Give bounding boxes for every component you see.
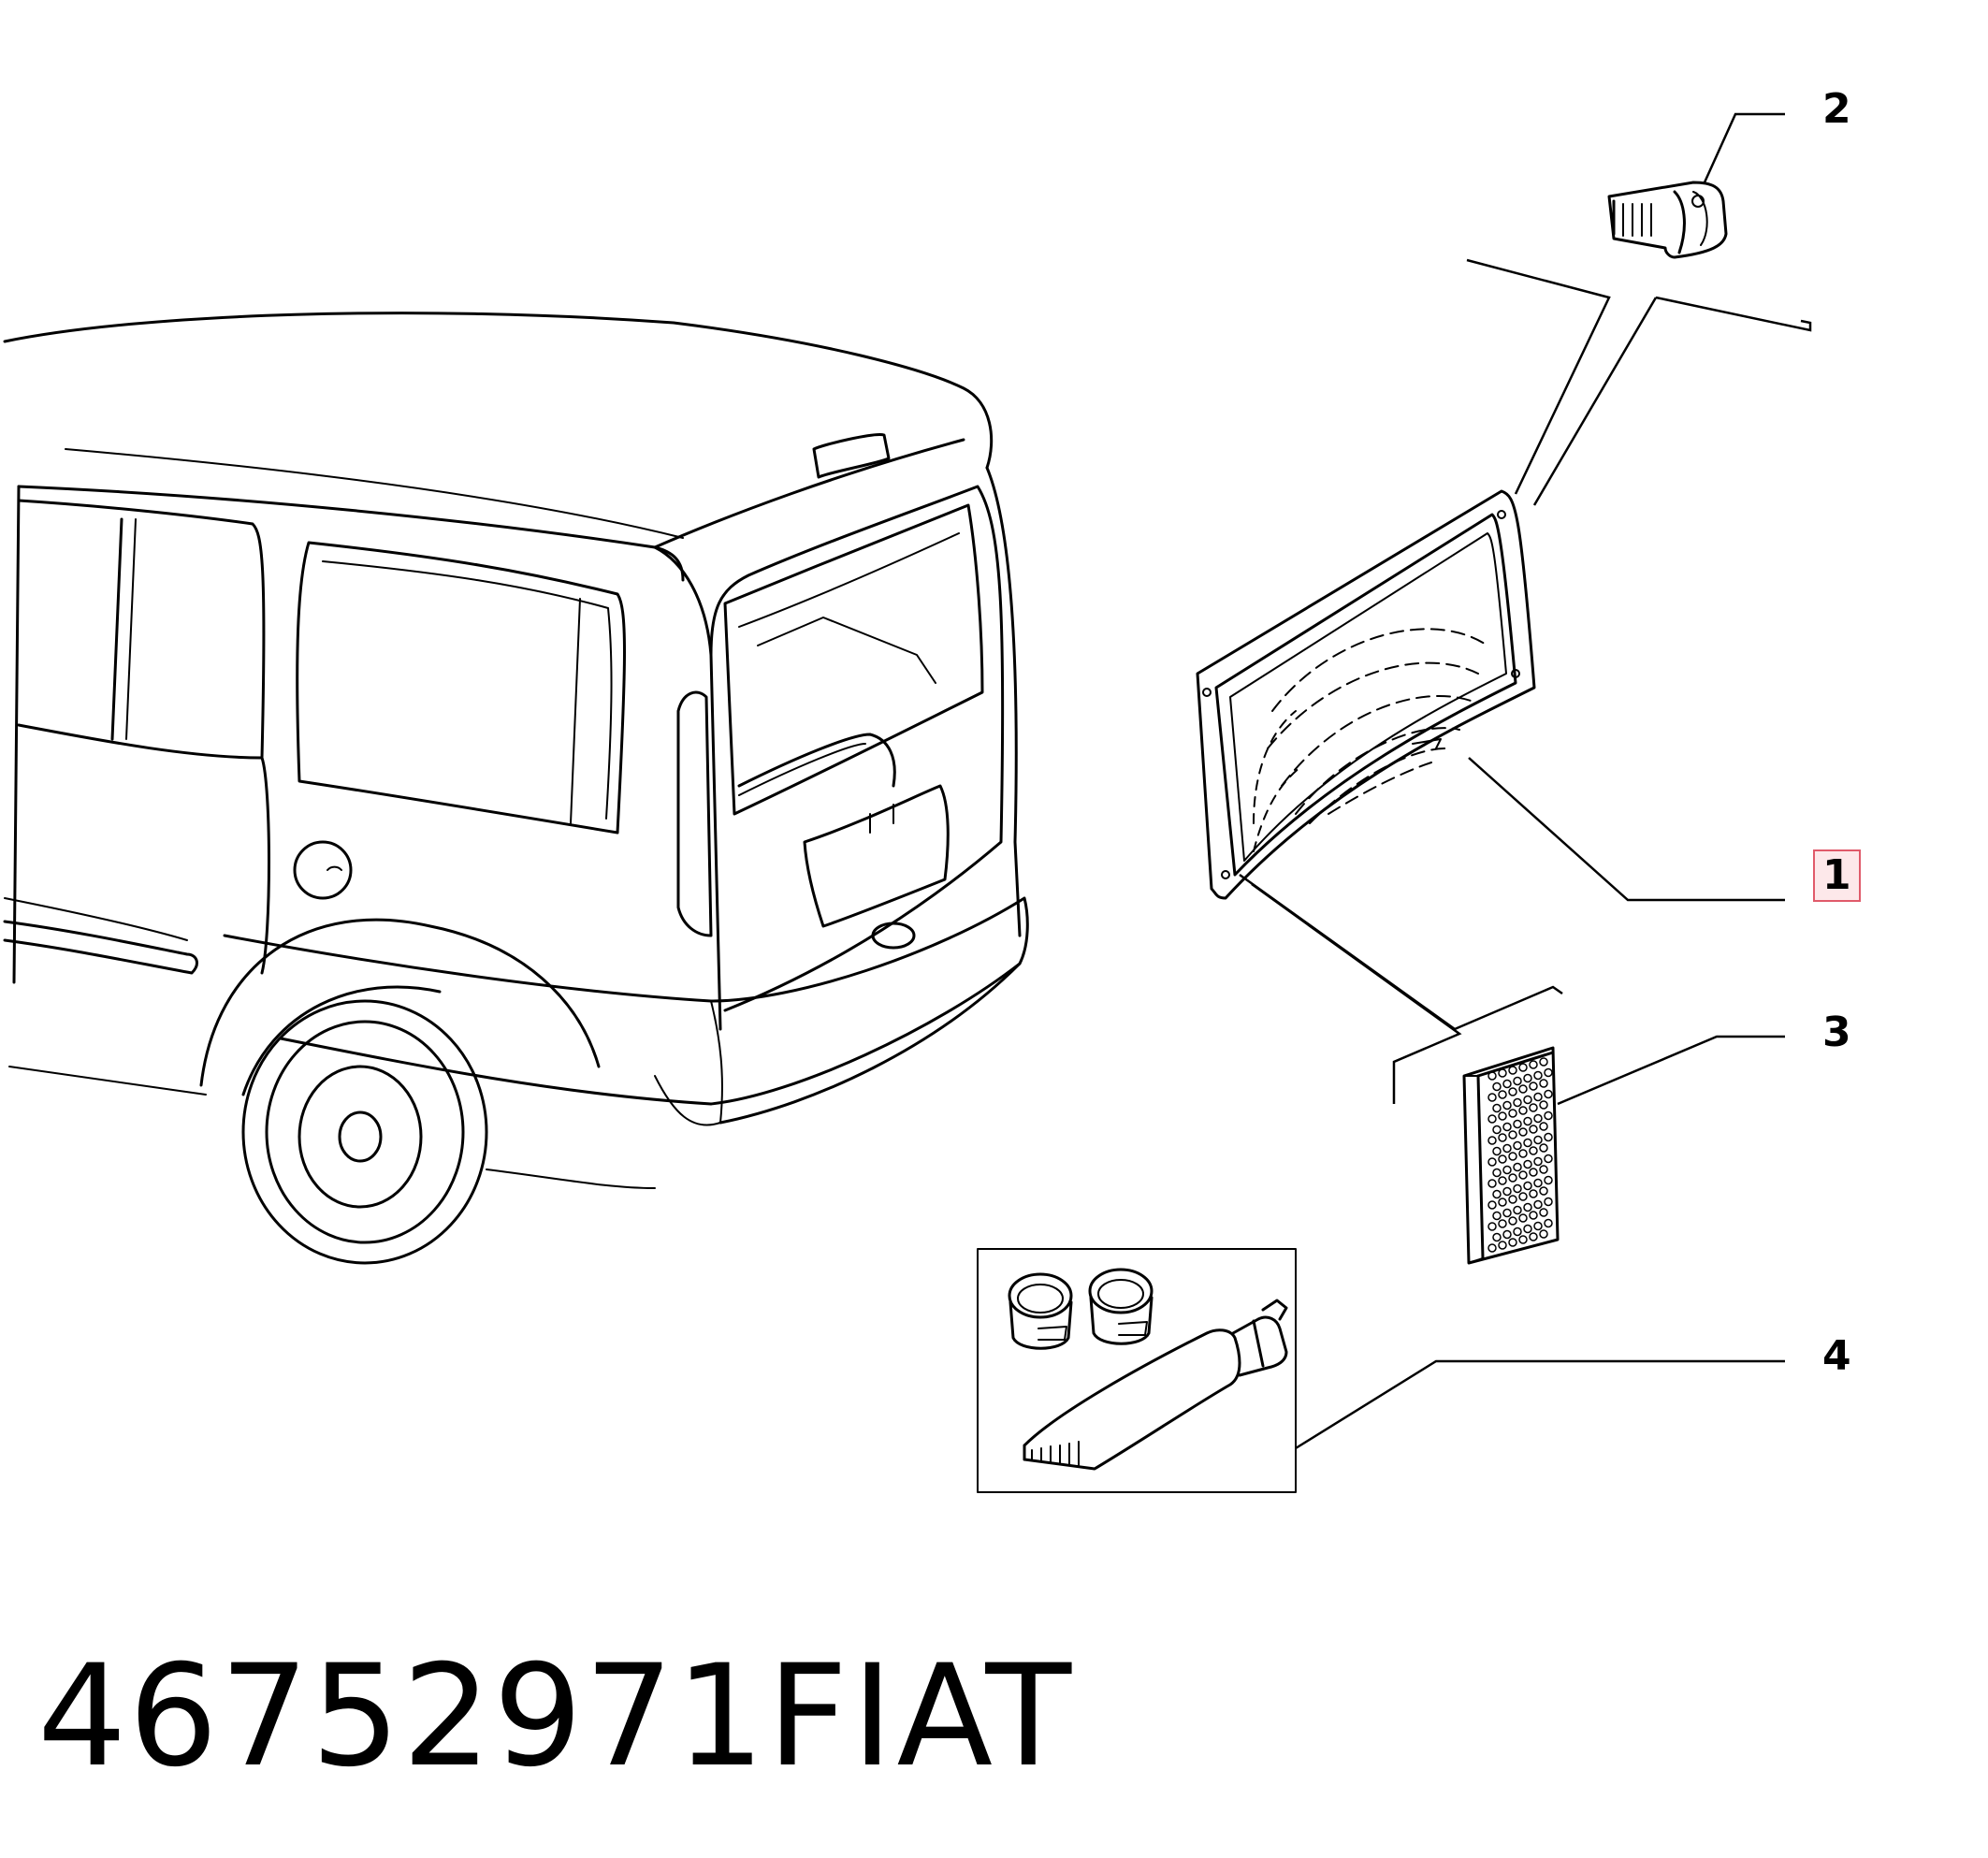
brand-name: FIAT: [767, 1635, 1076, 1798]
part-number: 46752971: [37, 1635, 767, 1798]
adhesive-pad-part: [1462, 1046, 1560, 1265]
callout-4[interactable]: 4: [1822, 1332, 1851, 1380]
callout-3[interactable]: 3: [1822, 1009, 1851, 1056]
callout-2[interactable]: 2: [1822, 85, 1851, 133]
adhesive-kit-part: [977, 1248, 1297, 1493]
leader-lines: [1239, 112, 1812, 1450]
pad-texture: [1487, 1057, 1553, 1253]
retaining-clip-part: [1607, 181, 1728, 259]
rear-window-glass-part: [1196, 489, 1536, 900]
van-illustration: [3, 312, 1029, 1265]
callout-1[interactable]: 1: [1813, 849, 1861, 902]
